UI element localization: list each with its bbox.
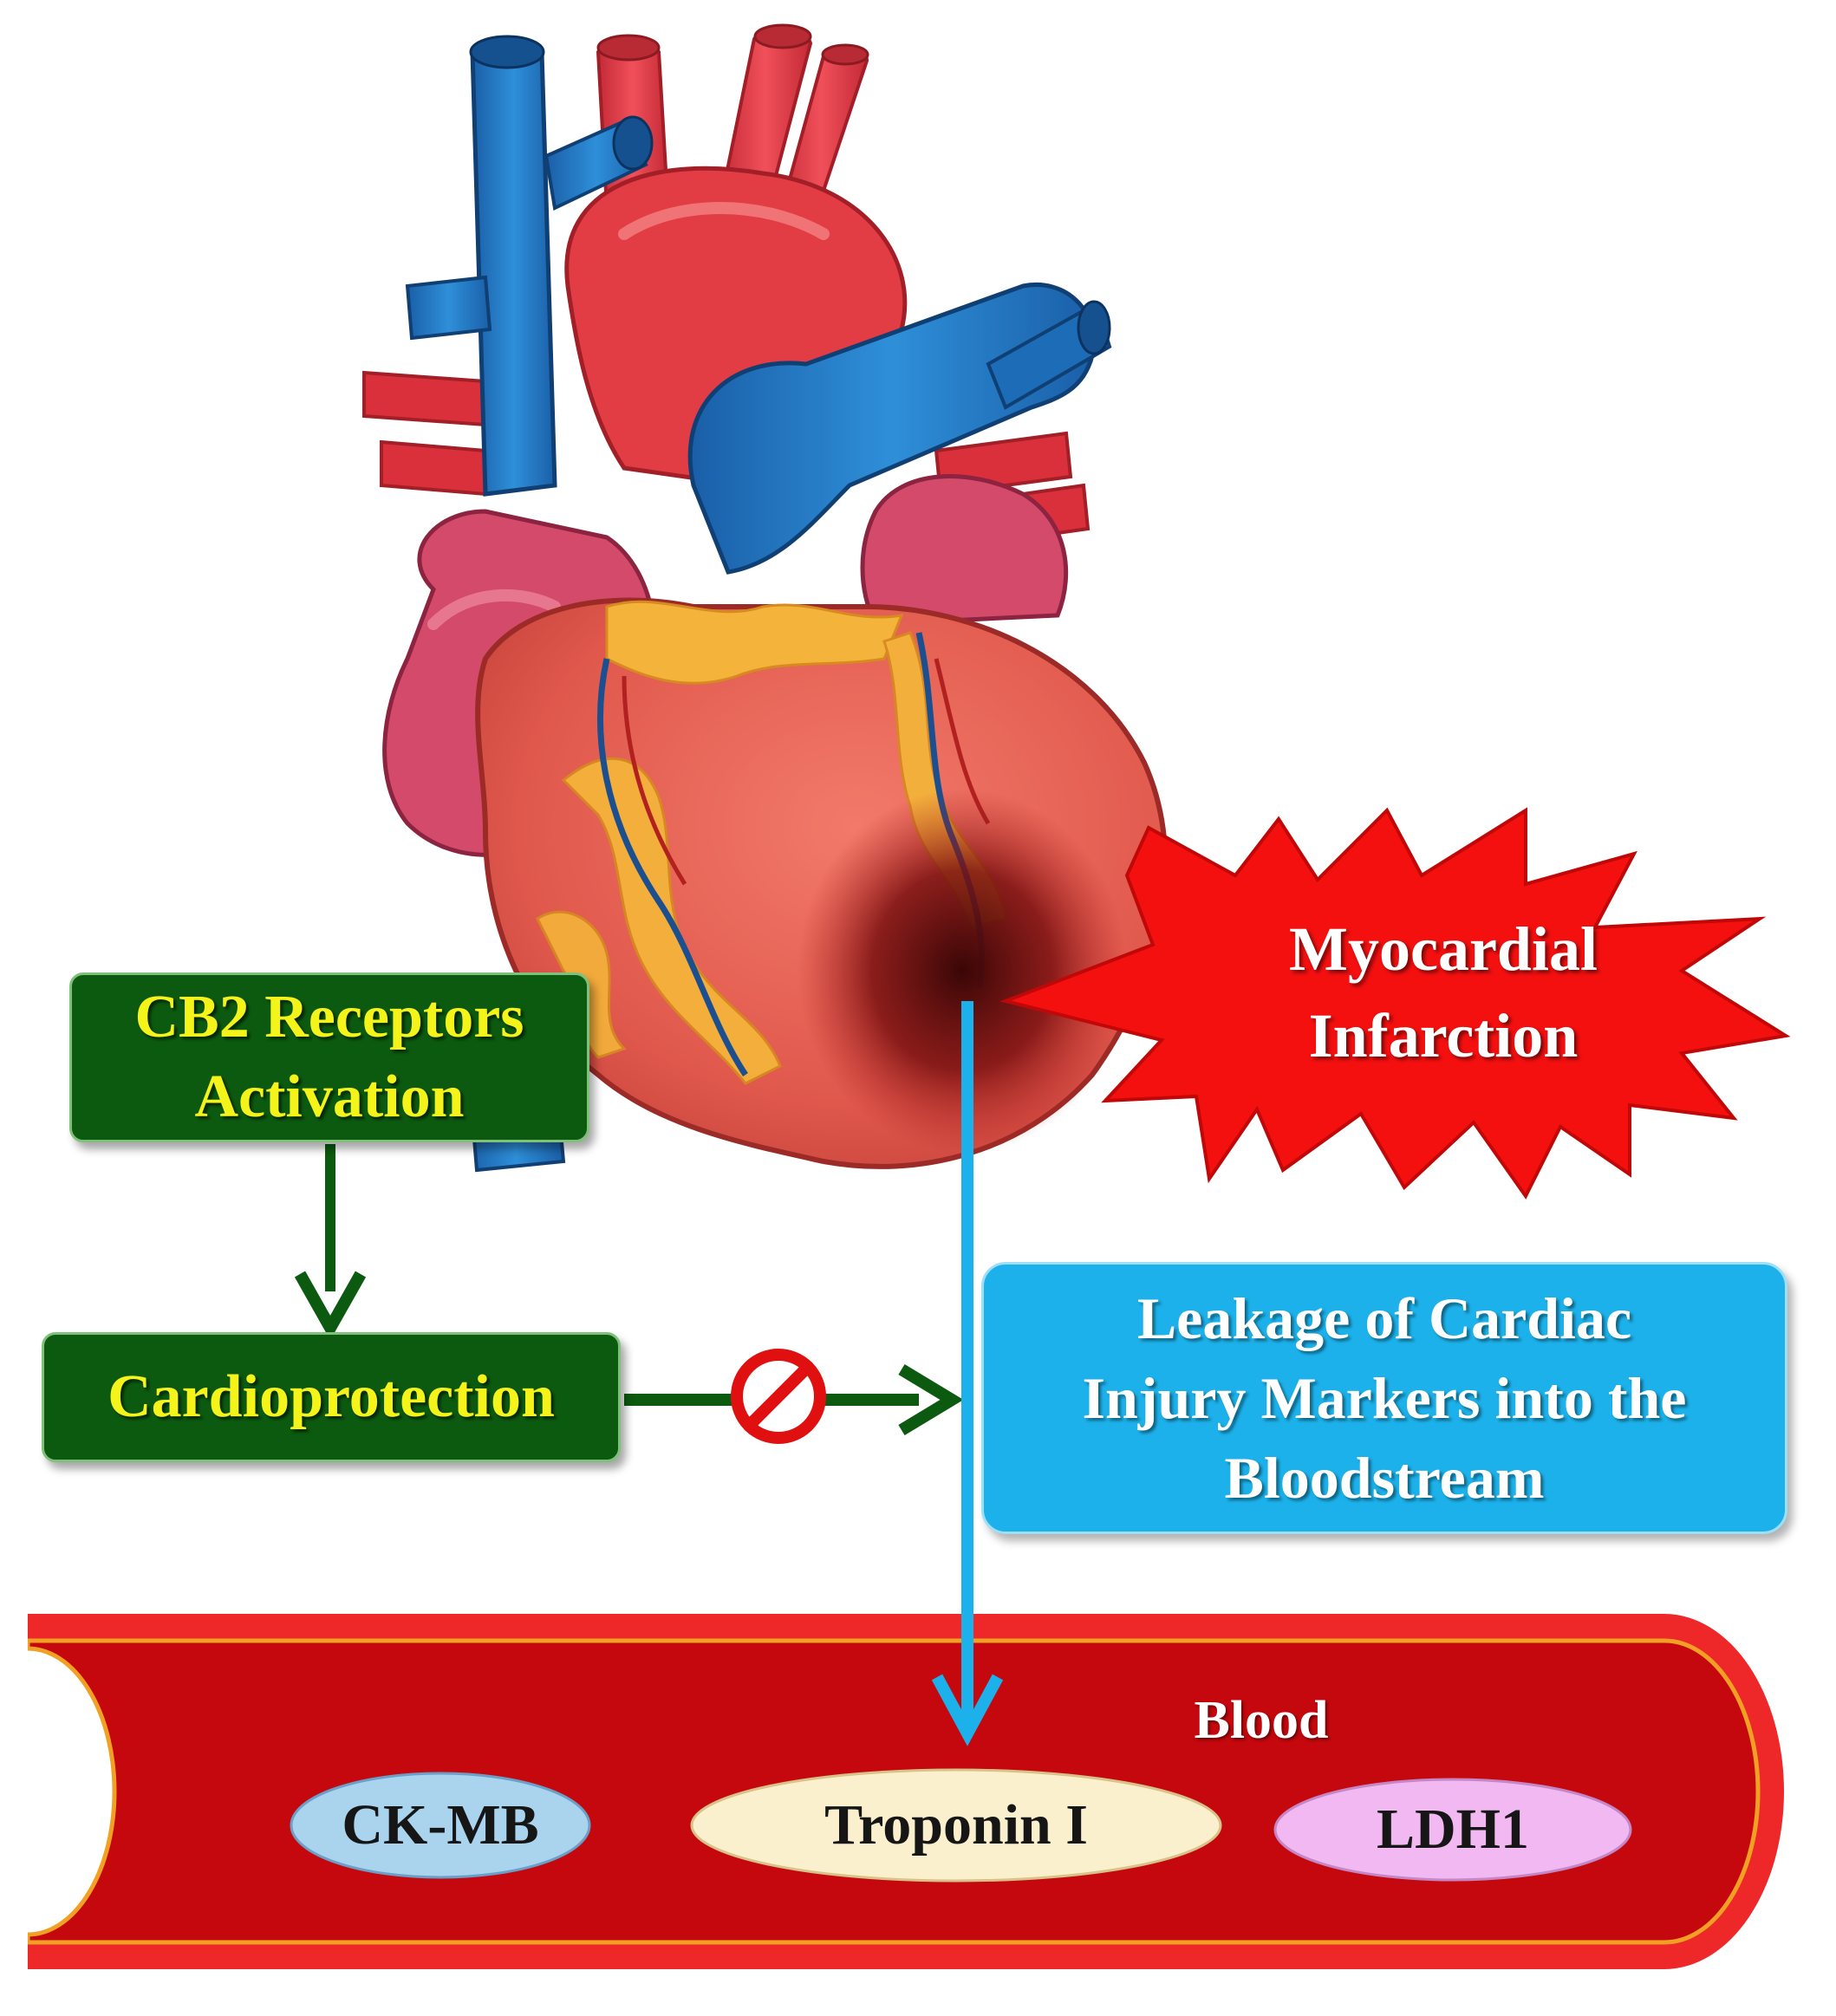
myocardial-infarction-label: Myocardial Infarction <box>1218 906 1669 1079</box>
infarction-burst <box>999 807 1791 1200</box>
blood-label: Blood <box>1194 1691 1329 1750</box>
leakage-line1: Leakage of Cardiac <box>1136 1285 1632 1351</box>
inhibition-icon <box>731 1349 826 1444</box>
heart-illustration <box>362 23 1169 1173</box>
marker-ellipse-ldh1 <box>1273 1778 1632 1882</box>
mi-line1: Myocardial <box>1289 914 1598 984</box>
leakage-line3: Bloodstream <box>1224 1445 1545 1511</box>
marker-ldh1: LDH1 <box>1376 1798 1530 1861</box>
mi-line2: Infarction <box>1308 1001 1579 1070</box>
marker-ellipses <box>290 1768 1632 1883</box>
marker-ellipse-troponin-i <box>690 1768 1222 1883</box>
cardioprotection-label: Cardioprotection <box>107 1363 555 1430</box>
leakage-line2: Injury Markers into the <box>1082 1365 1687 1431</box>
cardioprotection-box: Cardioprotection <box>42 1332 621 1462</box>
cb2-receptors-activation-box: CB2 Receptors Activation <box>69 972 589 1142</box>
leakage-box: Leakage of Cardiac Injury Markers into t… <box>981 1262 1787 1534</box>
marker-ck-mb: CK-MB <box>342 1793 539 1857</box>
marker-ellipse-ck-mb <box>290 1772 591 1879</box>
cb2-line1: CB2 Receptors <box>134 984 524 1050</box>
leakage-arrow <box>931 1001 1004 1746</box>
cb2-line2: Activation <box>194 1063 465 1130</box>
activation-to-cardioprotection-arrow <box>294 1144 367 1341</box>
marker-troponin-i: Troponin I <box>824 1793 1088 1857</box>
